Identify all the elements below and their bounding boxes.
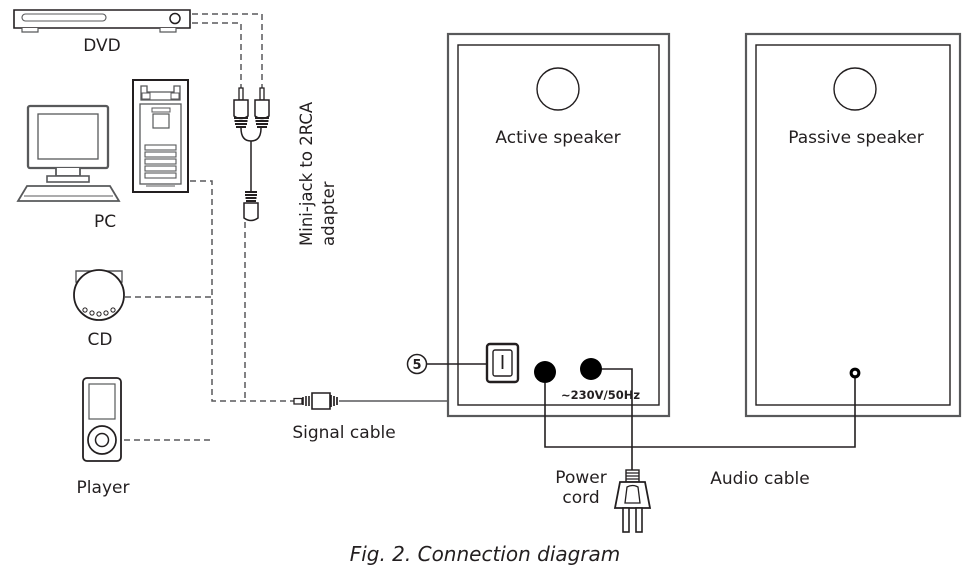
- cd-player-graphic: [73, 269, 125, 321]
- adapter-label-line2: adapter: [319, 181, 338, 246]
- pc-keyboard-graphic: [16, 185, 121, 202]
- rca-adapter-graphic: [233, 87, 270, 222]
- callout-5-graphic: 5: [406, 353, 487, 375]
- active-speaker-graphic: [446, 32, 671, 418]
- rca-plug-right: [254, 87, 270, 128]
- mp3-player-graphic: [82, 377, 122, 462]
- power-cord-label-line2: cord: [562, 488, 600, 509]
- figure-caption: Fig. 2. Connection diagram: [349, 542, 621, 566]
- power-cord-wire: [602, 368, 633, 470]
- active-speaker-label: Active speaker: [495, 128, 621, 148]
- dashed-connection-lines: [124, 13, 300, 441]
- power-cord-label-line1: Power: [555, 468, 607, 488]
- mains-input-terminal: [580, 358, 602, 380]
- pc-monitor-graphic: [26, 104, 110, 183]
- callout-number: 5: [412, 358, 421, 373]
- power-cord-label: Power cord: [545, 468, 617, 508]
- signal-cable-graphic: [293, 392, 455, 410]
- dvd-player-graphic: [13, 9, 191, 33]
- audio-output-terminal: [534, 361, 556, 383]
- power-switch-graphic: [485, 342, 520, 384]
- passive-speaker-graphic: [744, 32, 962, 418]
- pc-label: PC: [93, 212, 117, 232]
- mains-rating-label: ~230V/50Hz: [561, 388, 641, 402]
- adapter-label-line1: Mini-jack to 2RCA: [297, 101, 316, 246]
- passive-speaker-terminal: [849, 367, 861, 379]
- dvd-label: DVD: [83, 36, 121, 56]
- player-label: Player: [76, 478, 130, 498]
- rca-plug-left: [233, 87, 249, 128]
- cd-label: CD: [87, 330, 113, 350]
- pc-tower-graphic: [132, 79, 189, 193]
- audio-cable-wire: [544, 378, 856, 448]
- power-plug-graphic: [613, 469, 652, 533]
- passive-speaker-label: Passive speaker: [788, 128, 924, 148]
- signal-cable-label: Signal cable: [292, 423, 396, 443]
- audio-cable-label: Audio cable: [710, 469, 810, 489]
